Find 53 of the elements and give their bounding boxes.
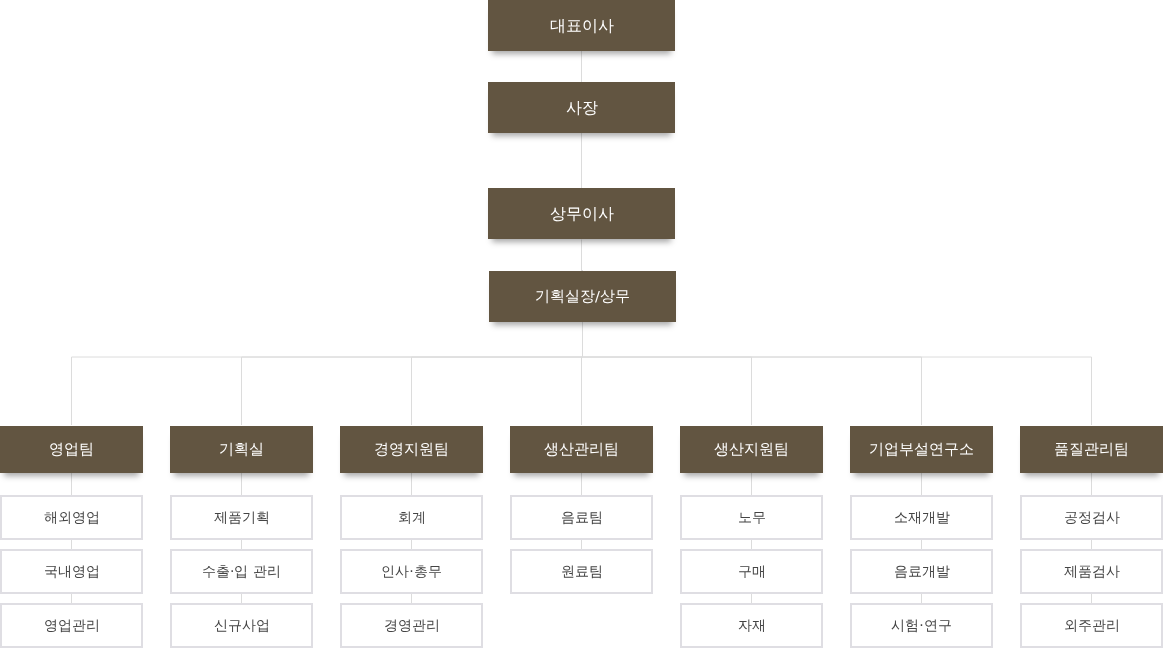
team-box: 생산지원팀 [680,426,823,473]
connector-line [1091,472,1092,496]
team-box: 영업팀 [0,426,143,473]
unit-box: 음료개발 [850,549,993,594]
connector-line [241,539,242,550]
unit-box: 음료팀 [510,495,653,540]
connector-line [921,539,922,550]
connector-line [581,50,582,83]
executive-box: 기획실장/상무 [489,271,676,322]
team-box: 기업부설연구소 [850,426,993,473]
unit-box: 소재개발 [850,495,993,540]
unit-box: 공정검사 [1020,495,1163,540]
unit-box: 신규사업 [170,603,313,648]
connector-line [581,539,582,550]
unit-box: 시험·연구 [850,603,993,648]
connector-line [71,539,72,550]
unit-box: 국내영업 [0,549,143,594]
connector-line [71,472,72,496]
connector-line [581,132,582,189]
connector-line [921,472,922,496]
unit-box: 제품기획 [170,495,313,540]
connector-line [241,472,242,496]
connector-line [1091,539,1092,550]
unit-box: 인사·총무 [340,549,483,594]
connector-line [411,593,412,604]
connector-line [581,472,582,496]
unit-box: 수출·입 관리 [170,549,313,594]
unit-box: 외주관리 [1020,603,1163,648]
unit-box: 자재 [680,603,823,648]
connector-line [921,593,922,604]
connector-line [411,472,412,496]
connector-line [241,593,242,604]
team-box: 기획실 [170,426,313,473]
connector-line [751,539,752,550]
executive-box: 상무이사 [488,188,675,239]
connector-line [71,593,72,604]
executive-box: 대표이사 [488,0,675,51]
connector-line [751,472,752,496]
connector-line [1091,593,1092,604]
unit-box: 해외영업 [0,495,143,540]
unit-box: 회계 [340,495,483,540]
unit-box: 원료팀 [510,549,653,594]
team-box: 경영지원팀 [340,426,483,473]
connector-line [411,539,412,550]
unit-box: 구매 [680,549,823,594]
unit-box: 경영관리 [340,603,483,648]
unit-box: 노무 [680,495,823,540]
team-box: 생산관리팀 [510,426,653,473]
executive-box: 사장 [488,82,675,133]
connector-line [751,593,752,604]
team-box: 품질관리팀 [1020,426,1163,473]
unit-box: 영업관리 [0,603,143,648]
unit-box: 제품검사 [1020,549,1163,594]
